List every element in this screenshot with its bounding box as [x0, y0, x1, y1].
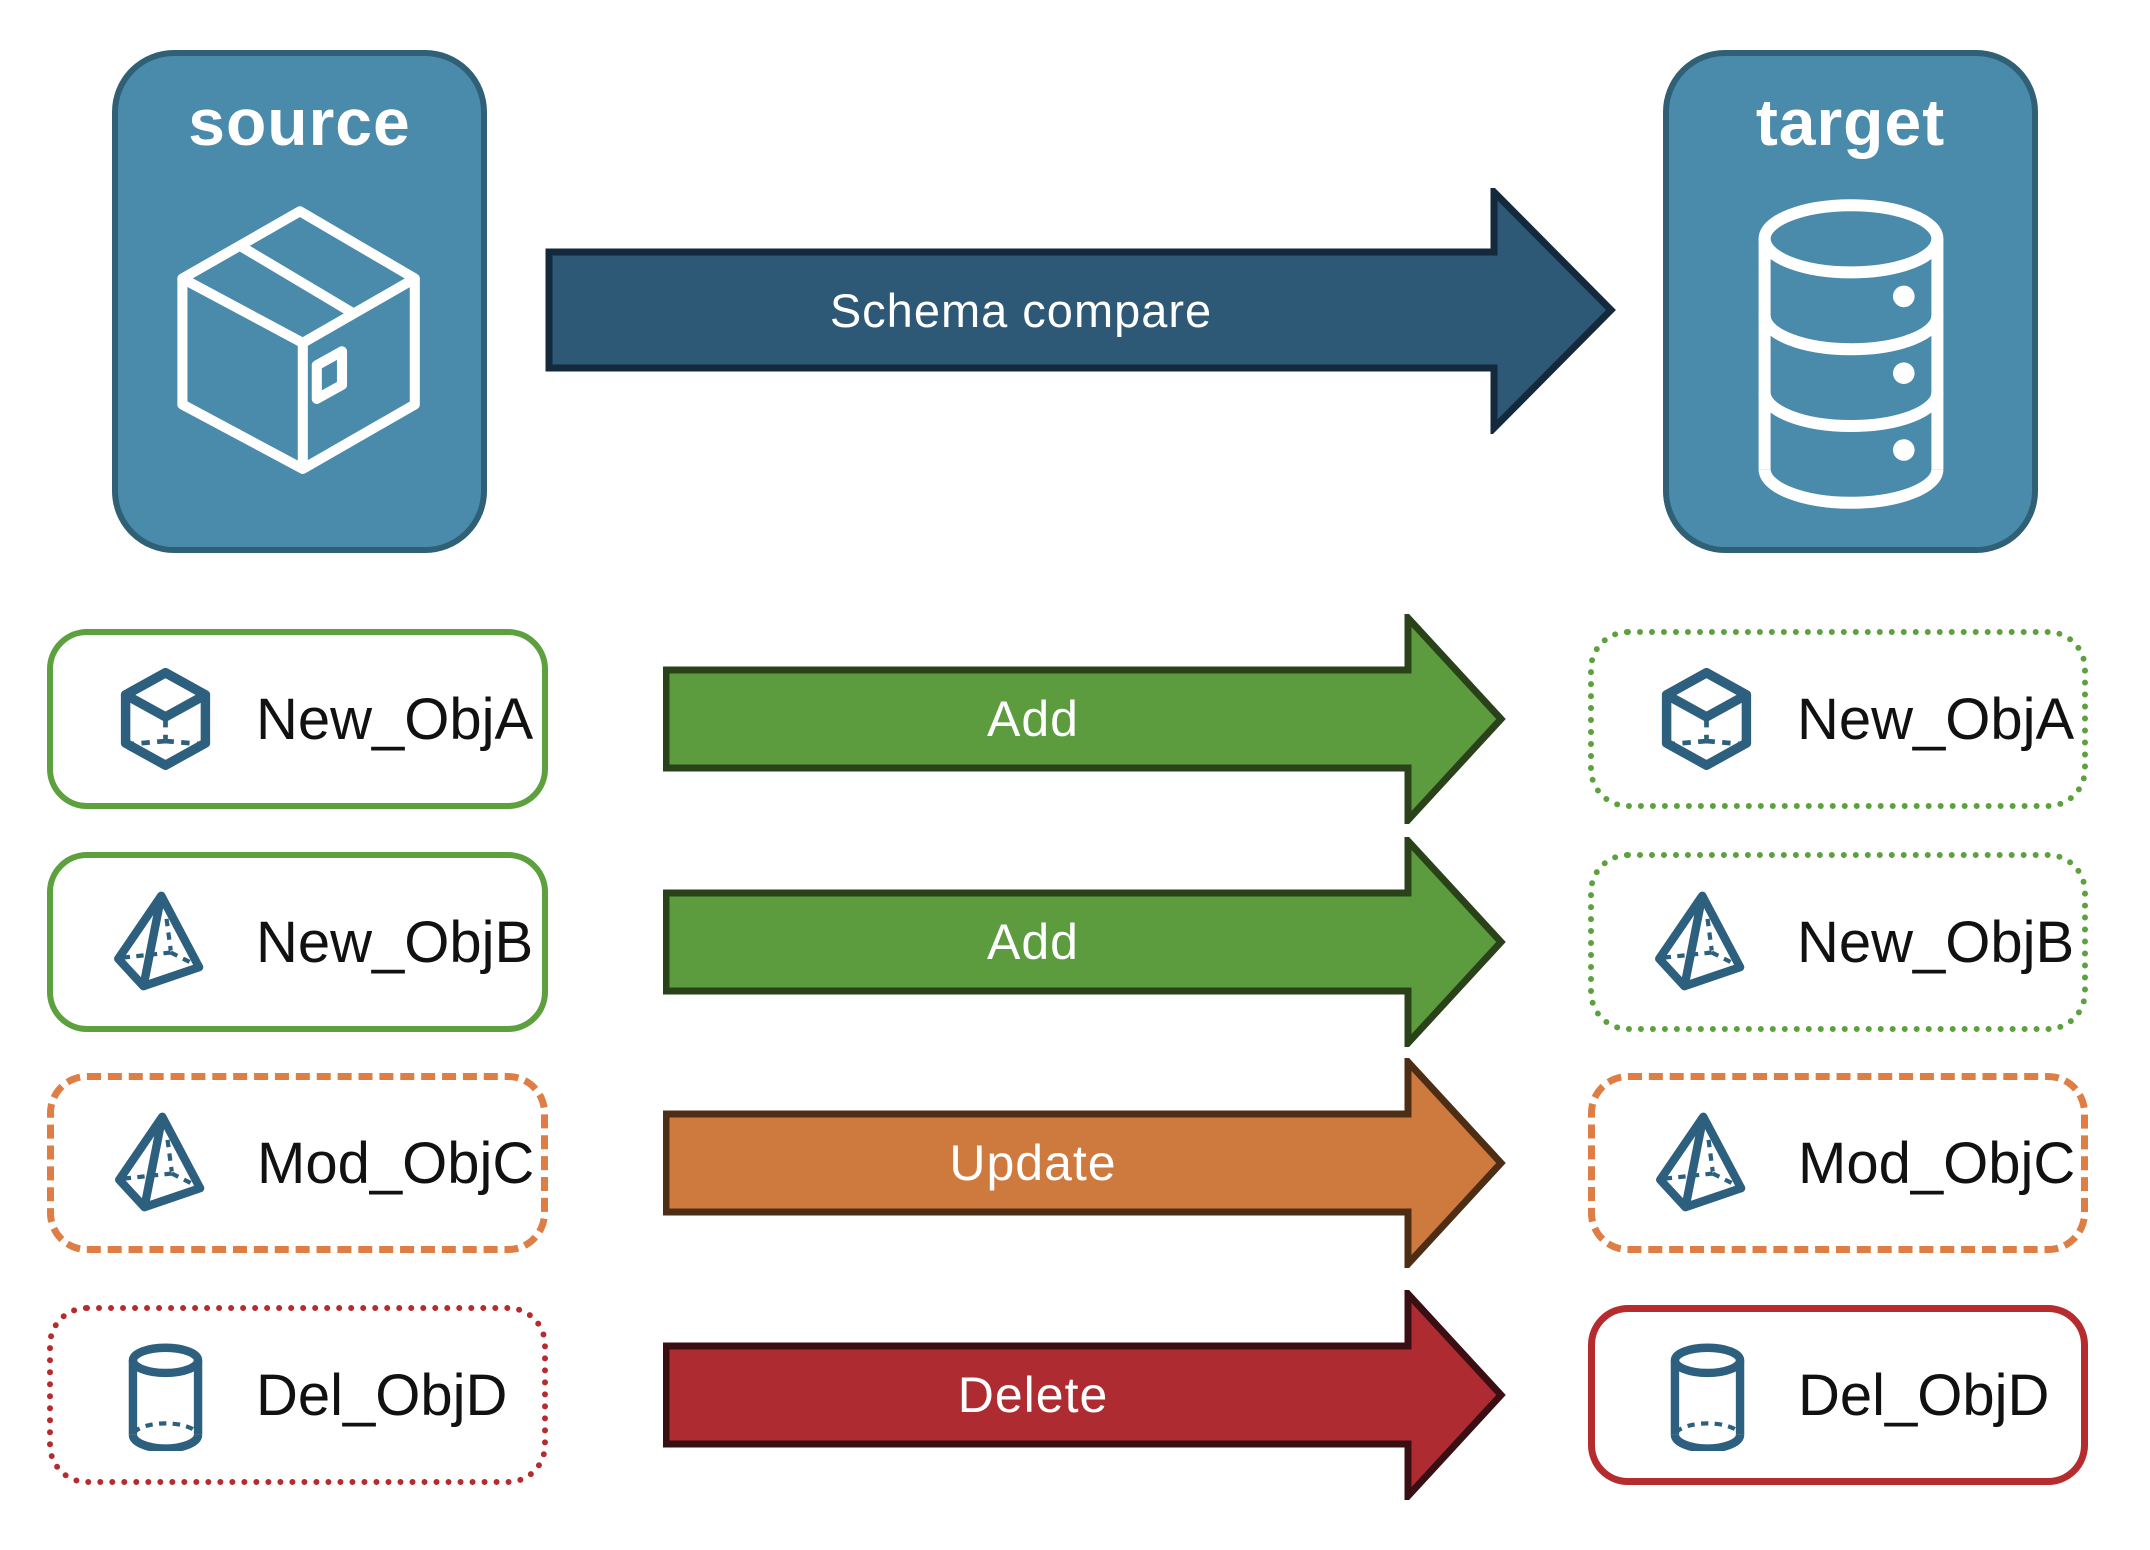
source-object-card-mod-objc: Mod_ObjC [47, 1073, 548, 1253]
source-object-card-new-obja: New_ObjA [47, 629, 548, 809]
add-arrow-label: Add [987, 691, 1079, 747]
target-object-card-del-objd: Del_ObjD [1588, 1305, 2088, 1485]
object-label: New_ObjA [256, 686, 534, 752]
source-object-card-del-objd: Del_ObjD [47, 1305, 548, 1485]
object-label: Mod_ObjC [257, 1130, 535, 1196]
object-label: Mod_ObjC [1798, 1130, 2076, 1196]
update-arrow-label: Update [949, 1135, 1117, 1191]
database-icon [1731, 186, 1971, 522]
add-arrow [663, 614, 1506, 824]
object-label: Del_ObjD [256, 1362, 508, 1428]
package-box-icon [160, 186, 440, 511]
target-object-card-new-objb: New_ObjB [1588, 852, 2088, 1032]
pyramid-3d-icon [1654, 886, 1759, 998]
delete-arrow-label: Delete [957, 1367, 1109, 1423]
pyramid-3d-icon [114, 1107, 219, 1219]
update-arrow [663, 1058, 1506, 1268]
pyramid-3d-icon [1655, 1107, 1760, 1219]
cylinder-3d-icon [1655, 1339, 1760, 1451]
schema-compare-arrow-label: Schema compare [829, 283, 1213, 337]
target-node: target [1663, 50, 2038, 553]
cube-3d-icon [113, 663, 218, 775]
object-label: Del_ObjD [1798, 1362, 2050, 1428]
source-node: source [112, 50, 487, 553]
pyramid-3d-icon [113, 886, 218, 998]
cylinder-3d-icon [113, 1339, 218, 1451]
add-arrow [663, 837, 1506, 1047]
object-label: New_ObjB [1797, 909, 2075, 975]
schema-compare-arrow [545, 188, 1616, 434]
object-label: New_ObjB [256, 909, 534, 975]
delete-arrow [663, 1290, 1506, 1500]
cube-3d-icon [1654, 663, 1759, 775]
target-object-card-new-obja: New_ObjA [1588, 629, 2088, 809]
add-arrow-label: Add [987, 914, 1079, 970]
target-object-card-mod-objc: Mod_ObjC [1588, 1073, 2088, 1253]
target-node-title: target [1755, 85, 1946, 159]
object-label: New_ObjA [1797, 686, 2075, 752]
source-node-title: source [188, 85, 411, 159]
source-object-card-new-objb: New_ObjB [47, 852, 548, 1032]
